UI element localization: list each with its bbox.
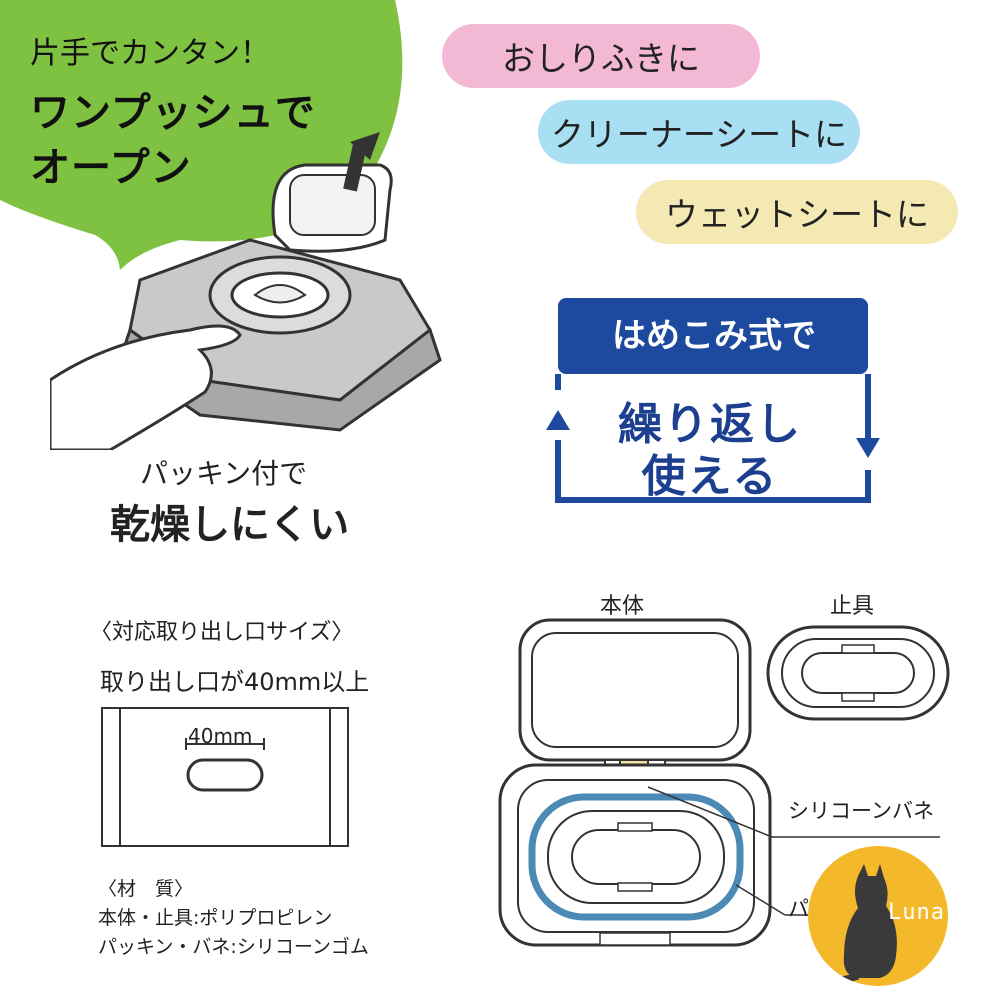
use-wipes-pill: おしりふきに	[442, 24, 760, 88]
bubble-line-3: オープン	[30, 145, 192, 191]
bubble-line-2: ワンプッシュで	[30, 90, 316, 136]
opening-dimension-label: 40mm	[188, 724, 253, 748]
reuse-loop-diagram	[546, 298, 880, 503]
size-title: 〈対応取り出し口サイズ〉	[90, 620, 354, 645]
material-title: 〈材 質〉	[98, 878, 194, 900]
material-line-1: 本体・止具:ポリプロピレン	[98, 907, 333, 929]
lid-parts-diagram	[498, 618, 950, 947]
opening-size-diagram	[101, 707, 349, 847]
luna-watermark-text: Luna	[888, 900, 945, 925]
use-cleaner-sheet-pill: クリーナーシートに	[538, 100, 860, 164]
material-line-2: パッキン・バネ:シリコーンゴム	[98, 936, 369, 958]
reuse-heading: はめこみ式で	[612, 315, 816, 356]
part-label-body: 本体	[600, 594, 645, 619]
wipes-pack-illustration	[50, 132, 442, 450]
use-wet-sheet-pill: ウェットシートに	[636, 180, 958, 244]
gasket-line-2: 乾燥しにくい	[110, 502, 350, 548]
gasket-line-1: パッキン付で	[140, 457, 308, 490]
reuse-body-line-1: 繰り返し	[618, 399, 802, 450]
bubble-line-1: 片手でカンタン！	[30, 36, 270, 71]
part-label-stopper: 止具	[830, 594, 875, 619]
reuse-body-line-2: 使える	[641, 451, 779, 502]
part-label-silicone-spring: シリコーンバネ	[788, 799, 934, 823]
part-label-packing: パ	[788, 897, 809, 921]
size-requirement: 取り出し口が40mm以上	[100, 668, 370, 696]
